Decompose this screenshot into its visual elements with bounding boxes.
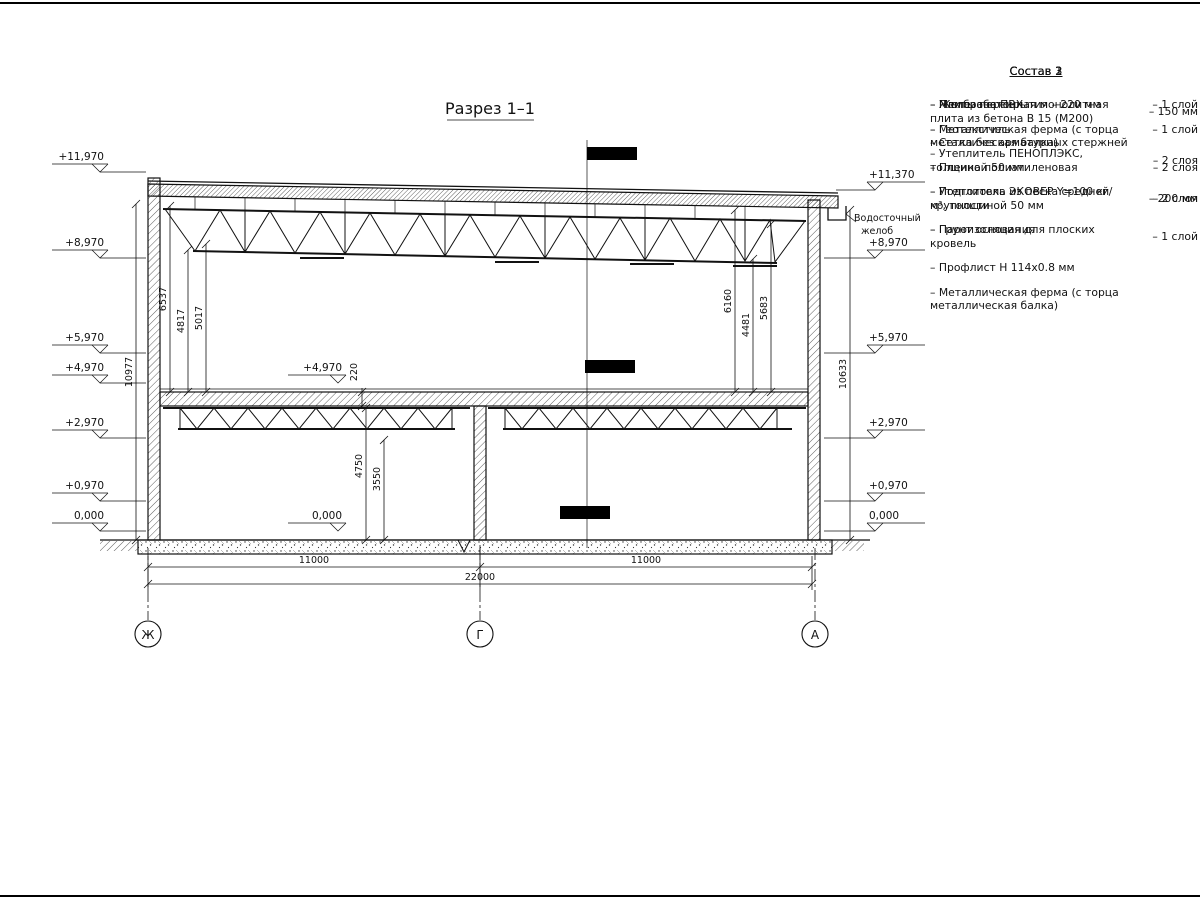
elevation-marks-right: +11,370 +8,970 +5,970 +2,970 +0,970 0,00…	[824, 169, 925, 532]
dim-label-10977: 10977	[124, 357, 135, 387]
note-value: – 2 слоя	[1152, 160, 1198, 174]
note-item: Пароизоляция для плоских кровель – 1 сло…	[930, 223, 1198, 250]
elevation-mark: +11,370	[836, 169, 925, 191]
note-text: Утеплитель ЭКОВЕР Y=100 кг/м³, толщиной …	[930, 185, 1128, 212]
section-title: Разрез 1–1	[445, 99, 535, 121]
dims-outer	[131, 199, 855, 545]
elevation-mark: +0,970	[824, 480, 925, 502]
note-text: Пароизоляция для плоских кровель	[930, 223, 1128, 250]
note-value: – 150 мм	[1148, 105, 1198, 119]
dim-label-6537: 6537	[158, 287, 169, 311]
axis-bubbles: Ж Г А	[134, 548, 829, 648]
elevation-mark: +5,970	[824, 332, 925, 354]
elevation-mark: +2,970	[52, 417, 146, 439]
dim-label-5683: 5683	[759, 296, 770, 320]
elev-right-3: +2,970	[869, 417, 908, 429]
elev-right-0: +11,370	[869, 169, 915, 181]
roof-truss	[162, 197, 807, 267]
elevation-mark: +2,970	[824, 417, 925, 439]
elevation-marks-inner: +4,970 0,000	[288, 362, 347, 532]
note-item: Профлист Н 114х0.8 мм	[930, 261, 1198, 274]
notes-group-3: Состав 3 Мембрана ПВХ – 1 слой Геотексти…	[930, 64, 1198, 324]
dim-label-4817: 4817	[176, 309, 187, 333]
note-text: Металлическая ферма (с торца металлическ…	[930, 286, 1128, 313]
elev-left-5: +0,970	[65, 480, 104, 492]
middle-truss-left	[163, 407, 470, 430]
note-item: Геотекстиль – 1 слой	[930, 123, 1198, 136]
note-text: Геотекстиль	[930, 123, 1128, 136]
note-text: Профлист Н 114х0.8 мм	[930, 261, 1128, 274]
elevation-mark: 0,000	[288, 510, 347, 532]
section-beam-marks	[560, 140, 637, 548]
elevation-mark: 0,000	[52, 510, 146, 532]
elev-left-1: +8,970	[65, 237, 104, 249]
note-value: – 2 слоя	[1152, 154, 1198, 168]
elev-left-2: +5,970	[65, 332, 104, 344]
elevation-mark: +8,970	[824, 237, 925, 259]
elevation-mark: +11,970	[52, 151, 146, 173]
note-value: – 1 слой	[1152, 98, 1198, 112]
elev-left-0: +11,970	[58, 151, 104, 163]
note-item: Мембрана ПВХ – 1 слой	[930, 98, 1198, 111]
note-item: Металлическая ферма (с торца металлическ…	[930, 286, 1198, 313]
dim-label-4750: 4750	[354, 454, 365, 478]
elev-right-2: +5,970	[869, 332, 908, 344]
sheet-border-top	[0, 2, 1200, 4]
dim-label-3550: 3550	[372, 467, 383, 491]
elevation-mark: +5,970	[52, 332, 146, 354]
roof-gutter: Водосточный желоб	[827, 206, 921, 237]
dim-label-11000-right: 11000	[631, 555, 661, 566]
elevation-mark: 0,000	[824, 510, 925, 532]
note-value: – 1 слой	[1152, 230, 1198, 244]
elev-right-1: +8,970	[869, 237, 908, 249]
sheet-border-bottom	[0, 895, 1200, 897]
elev-right-5: 0,000	[869, 510, 899, 522]
section-drawing: Разрез 1–1 Водосточный желоб	[52, 99, 925, 648]
dim-label-6160: 6160	[723, 289, 734, 313]
note-value: – 1 слой	[1152, 122, 1198, 136]
dims-inner-right	[730, 205, 776, 397]
elev-left-4: +2,970	[65, 417, 104, 429]
note-text: Утеплитель ПЕНОПЛЭКС, толщиной 50 мм	[930, 147, 1128, 174]
dim-label-10633: 10633	[838, 359, 849, 389]
dim-label-220: 220	[349, 363, 360, 381]
notes-heading: Состав 3	[1009, 64, 1063, 78]
left-wall	[147, 177, 161, 541]
axis-bubble-zh: Ж	[142, 628, 155, 642]
elev-inner-upper: +4,970	[303, 362, 342, 374]
middle-floor-slab	[159, 388, 809, 407]
note-value: – 2 слоя	[1152, 192, 1198, 206]
note-text: Мембрана ПВХ	[930, 98, 1128, 111]
elev-left-6: 0,000	[74, 510, 104, 522]
elevation-mark: +4,970	[52, 362, 146, 384]
note-item: Утеплитель ПЕНОПЛЭКС, толщиной 50 мм – 2…	[930, 147, 1198, 174]
dim-label-4481: 4481	[741, 313, 752, 337]
elevation-mark: +8,970	[52, 237, 146, 259]
roof-assembly	[147, 180, 839, 209]
note-item: Утеплитель ЭКОВЕР Y=100 кг/м³, толщиной …	[930, 185, 1198, 212]
elevation-marks-left: +11,970 +8,970 +5,970 +4,970 +2,970 +0,9…	[52, 151, 146, 532]
elev-inner-lower: 0,000	[312, 510, 342, 522]
gutter-label-line2: желоб	[861, 226, 893, 237]
notes-heading: Состав 2	[1009, 64, 1063, 78]
dims-inner-left	[165, 201, 211, 397]
elev-left-3: +4,970	[65, 362, 104, 374]
center-column	[473, 405, 487, 541]
elevation-mark: +4,970	[288, 362, 347, 384]
note-value: – 200 мм	[1148, 192, 1198, 206]
dims-middle	[357, 387, 389, 545]
axis-bubble-a: А	[811, 628, 820, 642]
notes-heading: Состав 1	[1009, 64, 1063, 78]
dim-label-5017: 5017	[194, 306, 205, 330]
right-wall	[807, 199, 821, 541]
section-title-text: Разрез 1–1	[445, 99, 535, 118]
middle-truss-right	[488, 407, 806, 430]
ground-slab	[100, 539, 870, 555]
gutter-label-line1: Водосточный	[854, 213, 921, 224]
dim-label-11000-left: 11000	[299, 555, 329, 566]
axis-bubble-g: Г	[476, 628, 483, 642]
elev-right-4: +0,970	[869, 480, 908, 492]
elevation-mark: +0,970	[52, 480, 146, 502]
